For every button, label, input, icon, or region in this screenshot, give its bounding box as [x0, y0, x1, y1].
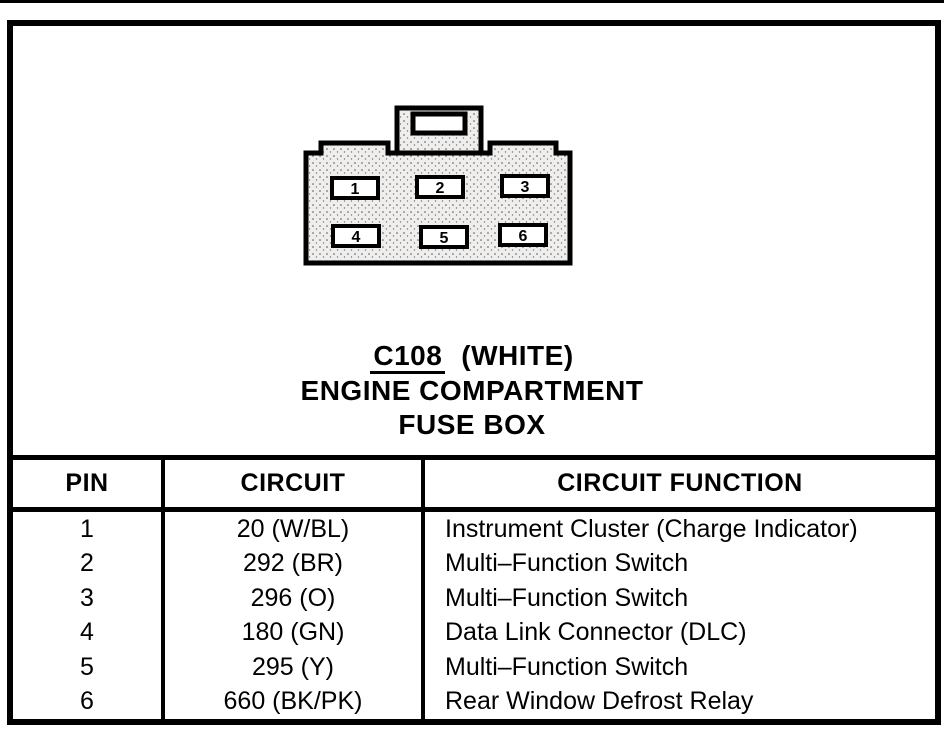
page-top-rule: [0, 0, 944, 3]
pin-cavity-4: [331, 224, 381, 248]
connector-designation: C108: [370, 341, 446, 374]
circuit-cell: 292 (BR): [165, 546, 425, 581]
header-cell-circuit: CIRCUIT: [165, 460, 425, 507]
pin-cell: 5: [13, 650, 165, 685]
circuit-function-cell: Instrument Cluster (Charge Indicator): [445, 514, 858, 543]
table-row: 5 295 (Y) Multi–Function Switch: [13, 650, 935, 685]
table-row: 4 180 (GN) Data Link Connector (DLC): [13, 615, 935, 650]
pin-cell: 2: [13, 546, 165, 581]
circuit-cell: 295 (Y): [165, 650, 425, 685]
pin-number-1: 1: [351, 181, 360, 198]
connector-location-line2: FUSE BOX: [398, 409, 546, 440]
connector-location-line1: ENGINE COMPARTMENT: [300, 375, 644, 406]
circuit-cell: 660 (BK/PK): [165, 684, 425, 719]
circuit-function-cell: Multi–Function Switch: [445, 652, 689, 681]
circuit-function-cell: Data Link Connector (DLC): [445, 618, 747, 647]
pin-cavity-5: [419, 225, 469, 249]
circuit-cell: 20 (W/BL): [165, 512, 425, 547]
pinout-table: PIN CIRCUIT CIRCUIT FUNCTION 1 20 (W/BL)…: [13, 455, 935, 719]
pin-cell: 1: [13, 512, 165, 547]
table-body: 1 20 (W/BL) Instrument Cluster (Charge I…: [13, 512, 935, 719]
connector-color-note: (WHITE): [461, 340, 574, 371]
page-frame: [7, 20, 941, 725]
header-cell-circuit-function: CIRCUIT FUNCTION: [557, 469, 803, 497]
connector-diagram: 1 2 3 4 5 6: [303, 105, 573, 266]
latch-slot: [410, 111, 468, 136]
pin-cavity-6: [498, 223, 548, 247]
table-row: 3 296 (O) Multi–Function Switch: [13, 581, 935, 616]
pin-cell: 6: [13, 684, 165, 719]
pin-cell: 4: [13, 615, 165, 650]
pin-cavity-1: [330, 176, 380, 200]
connector-caption: C108 (WHITE) ENGINE COMPARTMENT FUSE BOX: [222, 339, 722, 442]
pin-number-2: 2: [436, 180, 445, 197]
pin-cavity-2: [415, 175, 465, 199]
table-row: 6 660 (BK/PK) Rear Window Defrost Relay: [13, 684, 935, 719]
circuit-function-cell: Multi–Function Switch: [445, 549, 689, 578]
circuit-cell: 180 (GN): [165, 615, 425, 650]
header-cell-pin: PIN: [13, 460, 165, 507]
pin-number-4: 4: [352, 229, 361, 246]
pin-cell: 3: [13, 581, 165, 616]
pin-number-6: 6: [519, 228, 528, 245]
pin-cavity-3: [500, 174, 550, 198]
table-header-row: PIN CIRCUIT CIRCUIT FUNCTION: [13, 455, 935, 512]
pin-number-3: 3: [521, 179, 530, 196]
circuit-function-cell: Rear Window Defrost Relay: [445, 687, 754, 716]
caption-line-1: C108 (WHITE): [222, 339, 722, 374]
table-row: 1 20 (W/BL) Instrument Cluster (Charge I…: [13, 512, 935, 547]
pin-number-5: 5: [440, 230, 449, 247]
table-row: 2 292 (BR) Multi–Function Switch: [13, 546, 935, 581]
circuit-function-cell: Multi–Function Switch: [445, 583, 689, 612]
circuit-cell: 296 (O): [165, 581, 425, 616]
